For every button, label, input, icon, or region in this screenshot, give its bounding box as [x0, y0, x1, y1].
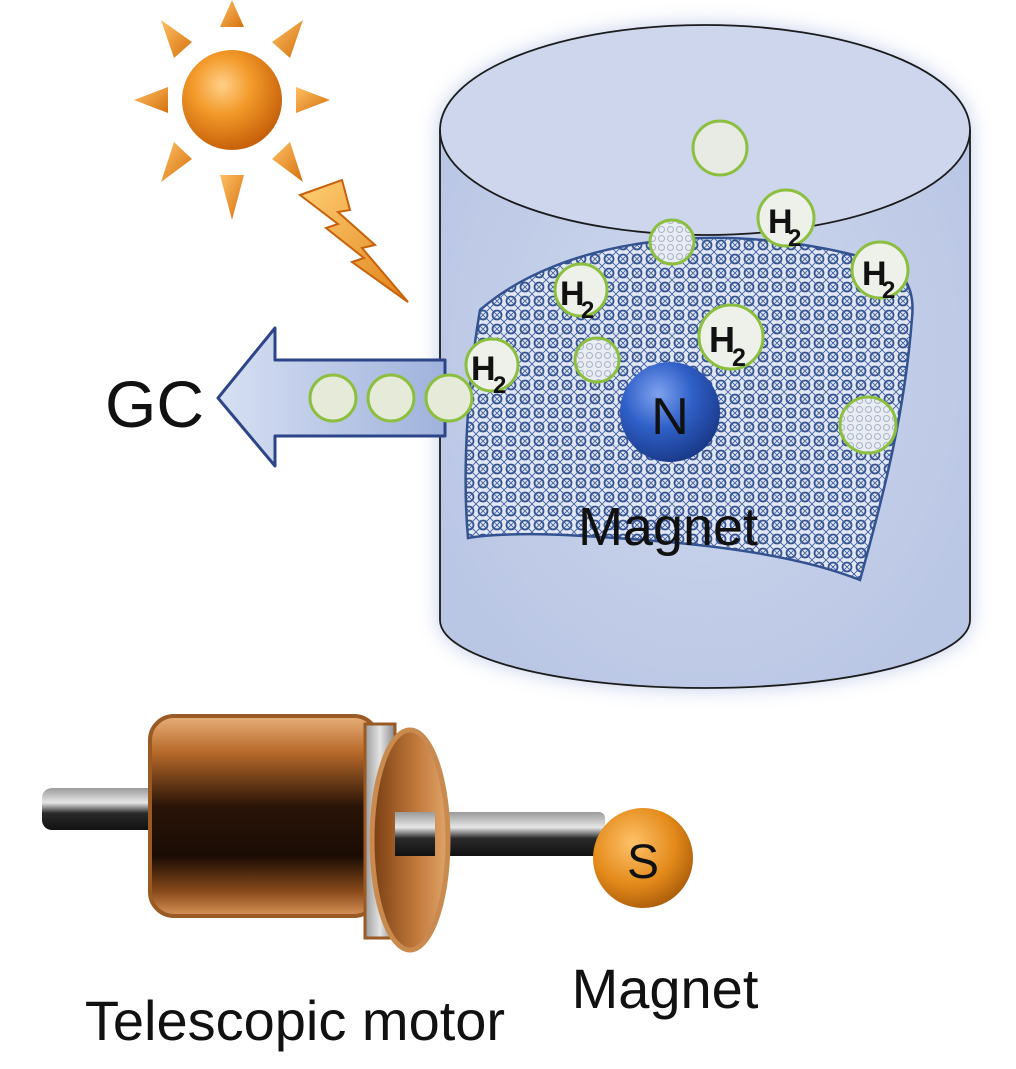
svg-text:2: 2 — [493, 372, 506, 399]
lightning-icon — [297, 178, 409, 303]
gas-bubble — [648, 218, 696, 266]
svg-text:H: H — [709, 319, 735, 360]
motor-body — [148, 714, 380, 918]
motor-label: Telescopic motor — [85, 989, 505, 1052]
gas-bubbles-outflow — [308, 373, 474, 423]
magnet-label-bottom: Magnet — [572, 957, 759, 1020]
h2-bubble: H 2 — [553, 262, 609, 324]
h2-bubble: H 2 — [697, 303, 765, 372]
svg-text:2: 2 — [581, 297, 594, 324]
north-pole-magnet: N — [620, 362, 720, 462]
h2-bubble: H 2 — [850, 240, 910, 304]
gas-bubble — [573, 336, 621, 384]
svg-text:2: 2 — [788, 225, 801, 252]
gas-bubble — [366, 373, 416, 423]
svg-text:H: H — [471, 350, 496, 388]
svg-text:H: H — [560, 275, 585, 313]
magnet-label-top: Magnet — [578, 497, 758, 557]
svg-text:2: 2 — [732, 344, 746, 372]
south-pole-magnet: S — [593, 808, 693, 908]
sun-icon — [134, 0, 330, 220]
svg-text:H: H — [768, 203, 793, 241]
h2-bubble: H 2 — [464, 337, 520, 399]
svg-text:2: 2 — [882, 277, 895, 304]
gas-bubble — [838, 395, 898, 455]
gas-bubble — [691, 119, 749, 177]
gas-bubbles-reactor — [573, 119, 898, 455]
svg-text:H: H — [862, 255, 887, 293]
svg-text:N: N — [651, 388, 689, 446]
h2-bubble: H 2 — [756, 188, 816, 252]
motor-rod-left — [42, 788, 162, 830]
svg-text:S: S — [627, 836, 659, 889]
gas-bubble — [424, 373, 474, 423]
gc-label: GC — [105, 367, 204, 441]
gas-bubble — [308, 373, 358, 423]
telescopic-motor — [42, 714, 605, 953]
